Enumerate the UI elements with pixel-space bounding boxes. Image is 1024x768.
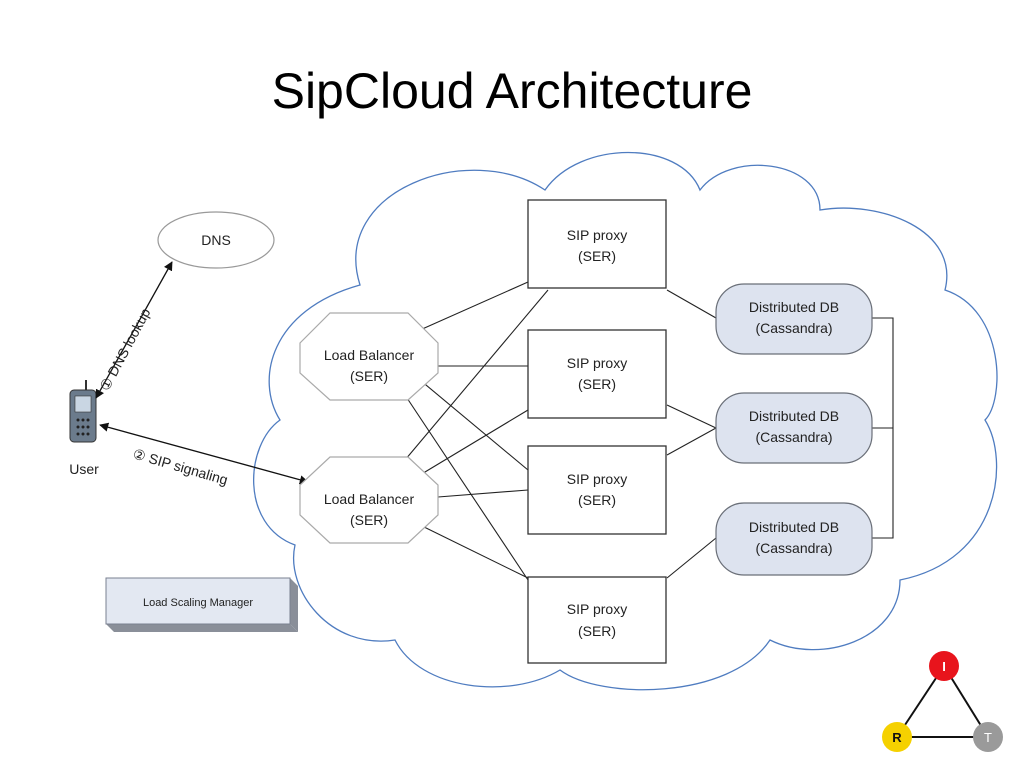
sip-proxy-4-line1: SIP proxy — [567, 601, 627, 617]
dns-lookup-arrow — [95, 261, 173, 399]
sip-proxy-1-line1: SIP proxy — [567, 227, 627, 243]
logo-letter-right: T — [984, 730, 992, 745]
irt-logo: I R T — [882, 651, 1003, 752]
sip-proxy-3: SIP proxy (SER) — [527, 445, 667, 535]
sip-proxy-1: SIP proxy (SER) — [527, 199, 667, 289]
sip-proxy-3-line2: (SER) — [578, 492, 616, 508]
distributed-db-3: Distributed DB (Cassandra) — [715, 502, 873, 576]
load-scaling-manager-label: Load Scaling Manager — [143, 597, 253, 609]
page-title: SipCloud Architecture — [271, 63, 753, 119]
distributed-db-1: Distributed DB (Cassandra) — [715, 283, 873, 355]
dns-node: DNS — [157, 211, 275, 269]
user-label: User — [69, 461, 99, 477]
sip-proxy-4: SIP proxy (SER) — [527, 576, 667, 664]
load-balancer-2-line1: Load Balancer — [324, 491, 415, 507]
load-balancer-1-line2: (SER) — [350, 368, 388, 384]
load-balancer-1-line1: Load Balancer — [324, 347, 415, 363]
sip-signaling-label: ② SIP signaling — [131, 446, 230, 488]
distributed-db-3-line1: Distributed DB — [749, 519, 839, 535]
distributed-db-1-line1: Distributed DB — [749, 299, 839, 315]
sip-proxy-1-line2: (SER) — [578, 248, 616, 264]
load-balancer-1: Load Balancer (SER) — [299, 312, 439, 401]
sip-proxy-2-line2: (SER) — [578, 376, 616, 392]
load-balancer-2: Load Balancer (SER) — [299, 456, 439, 544]
distributed-db-2: Distributed DB (Cassandra) — [715, 392, 873, 464]
logo-letter-top: I — [942, 659, 946, 674]
distributed-db-3-line2: (Cassandra) — [755, 540, 832, 556]
distributed-db-2-line2: (Cassandra) — [755, 429, 832, 445]
sip-proxy-4-line2: (SER) — [578, 623, 616, 639]
connection-lines — [404, 281, 894, 581]
load-scaling-manager: Load Scaling Manager — [105, 577, 298, 632]
logo-letter-left: R — [892, 730, 902, 745]
sip-proxy-3-line1: SIP proxy — [567, 471, 627, 487]
user-phone-icon — [69, 380, 97, 443]
load-balancer-2-line2: (SER) — [350, 512, 388, 528]
distributed-db-1-line2: (Cassandra) — [755, 320, 832, 336]
sip-proxy-2: SIP proxy (SER) — [527, 329, 667, 419]
dns-lookup-label: ① DNS lookup — [97, 305, 154, 393]
distributed-db-2-line1: Distributed DB — [749, 408, 839, 424]
sip-signaling-arrow — [99, 422, 309, 485]
dns-label: DNS — [201, 232, 231, 248]
sip-proxy-2-line1: SIP proxy — [567, 355, 627, 371]
